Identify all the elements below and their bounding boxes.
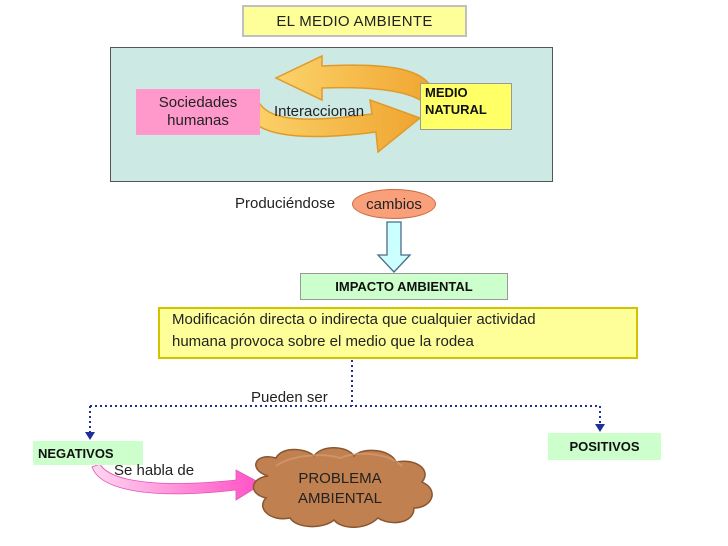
down-arrow (376, 221, 412, 273)
problema-ambiental-cloud (252, 447, 433, 528)
sociedades-line1: Sociedades (158, 94, 238, 111)
negativos-box: NEGATIVOS (33, 441, 143, 465)
cambios-oval: cambios (352, 189, 436, 219)
dotted-connector (89, 360, 601, 436)
medio-line1: MEDIO (425, 85, 468, 100)
produciendose-label: Produciéndose (235, 195, 336, 212)
arrowhead-negativos (85, 432, 95, 440)
medio-line2: NATURAL (425, 102, 487, 117)
interaccionan-label: Interaccionan (274, 103, 365, 120)
cycle-arrow-top (274, 54, 435, 106)
definicion-line2: humana provoca sobre el medio que la rod… (172, 333, 474, 350)
positivos-box: POSITIVOS (548, 433, 661, 460)
definicion-line1: Modificación directa o indirecta que cua… (172, 311, 536, 328)
impacto-ambiental-box: IMPACTO AMBIENTAL (300, 273, 508, 300)
definicion-box: Modificación directa o indirecta que cua… (158, 307, 638, 359)
cloud-highlight (275, 452, 403, 467)
pink-arrow (91, 463, 263, 501)
problema-line2: AMBIENTAL (298, 490, 382, 507)
arrowhead-positivos (595, 424, 605, 432)
diagram-title: EL MEDIO AMBIENTE (242, 5, 467, 37)
problema-ambiental-label: PROBLEMA AMBIENTAL (266, 469, 414, 509)
sociedades-line2: humanas (167, 112, 229, 129)
problema-line1: PROBLEMA (298, 470, 382, 487)
sociedades-humanas-box: Sociedades humanas (136, 89, 260, 135)
pueden-ser-label: Pueden ser (251, 389, 328, 406)
se-habla-de-label: Se habla de (114, 462, 195, 479)
medio-natural-box: MEDIO NATURAL (420, 83, 512, 130)
